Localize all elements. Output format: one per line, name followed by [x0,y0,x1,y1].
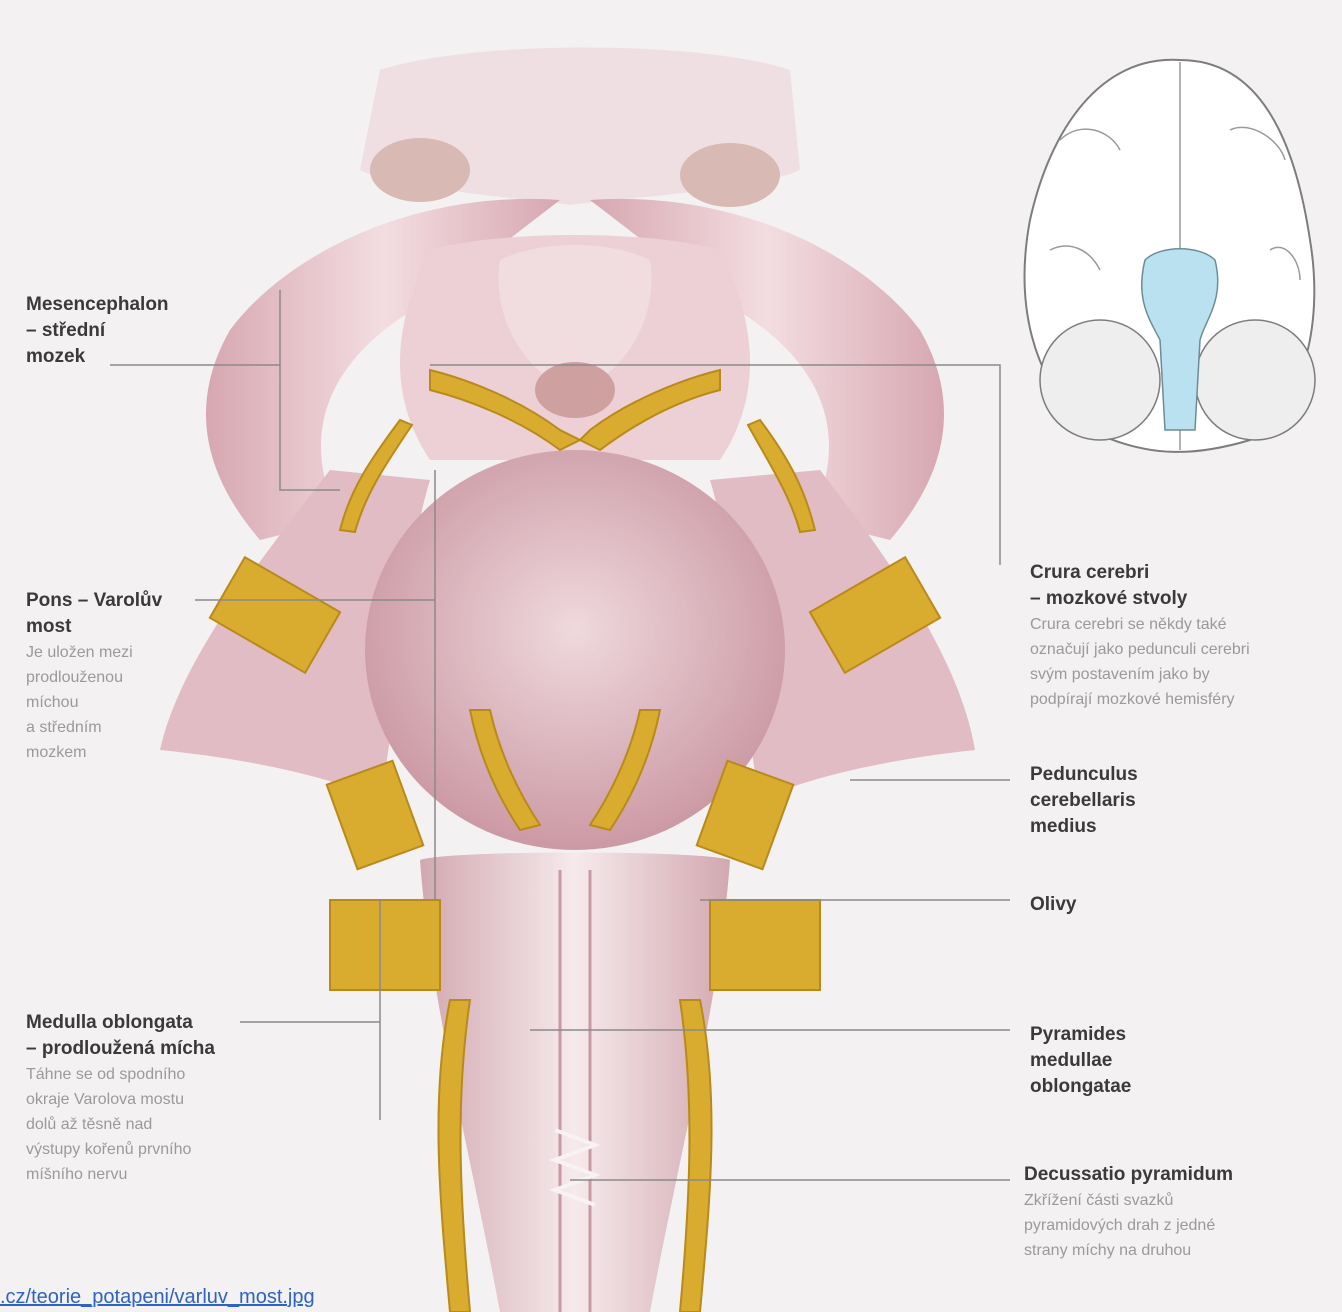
label-title: Crura cerebri [1030,560,1250,586]
label-description: Táhne se od spodního [26,1062,215,1087]
label-description: Zkřížení části svazků [1024,1188,1233,1213]
label-description: prodlouženou [26,665,162,690]
label-description: okraje Varolova mostu [26,1087,215,1112]
label-description: a středním [26,715,162,740]
label-title: – mozkové stvoly [1030,586,1250,612]
label-decussatio: Decussatio pyramidum Zkřížení části svaz… [1024,1162,1233,1263]
label-pons: Pons – Varolův most Je uložen mezi prodl… [26,588,162,765]
label-title: cerebellaris [1030,788,1138,814]
label-description: mozkem [26,740,162,765]
label-title: medius [1030,814,1138,840]
label-title: Decussatio pyramidum [1024,1162,1233,1188]
label-title: Mesencephalon [26,292,169,318]
label-pyramides: Pyramides medullae oblongatae [1030,1022,1131,1100]
label-crura-cerebri: Crura cerebri – mozkové stvoly Crura cer… [1030,560,1250,712]
label-description: strany míchy na druhou [1024,1238,1233,1263]
label-pedunculus: Pedunculus cerebellaris medius [1030,762,1138,840]
label-description: Crura cerebri se někdy také [1030,612,1250,637]
label-description: svým postavením jako by [1030,662,1250,687]
medulla-body [420,853,730,1312]
label-title: oblongatae [1030,1074,1131,1100]
label-description: označují jako pedunculi cerebri [1030,637,1250,662]
label-olivy: Olivy [1030,892,1076,918]
label-title: Medulla oblongata [26,1010,215,1036]
label-title: medullae [1030,1048,1131,1074]
label-title: Pedunculus [1030,762,1138,788]
mesencephalon-body [400,235,750,460]
label-mesencephalon: Mesencephalon – střední mozek [26,292,169,370]
label-medulla-oblongata: Medulla oblongata – prodloužená mícha Tá… [26,1010,215,1187]
label-title: – střední [26,318,169,344]
label-title: Pons – Varolův [26,588,162,614]
label-description: podpírají mozkové hemisféry [1030,687,1250,712]
label-description: míšního nervu [26,1162,215,1187]
diencephalon [360,48,800,208]
label-title: most [26,614,162,640]
inset-brain-inferior-view [1025,60,1315,452]
label-title: mozek [26,344,169,370]
label-description: míchou [26,690,162,715]
label-description: pyramidových drah z jedné [1024,1213,1233,1238]
label-title: – prodloužená mícha [26,1036,215,1062]
label-description: dolů až těsně nad [26,1112,215,1137]
label-description: Je uložen mezi [26,640,162,665]
label-title: Olivy [1030,892,1076,918]
label-description: výstupy kořenů prvního [26,1137,215,1162]
label-title: Pyramides [1030,1022,1131,1048]
source-link[interactable]: .cz/teorie_potapeni/varluv_most.jpg [0,1286,315,1309]
